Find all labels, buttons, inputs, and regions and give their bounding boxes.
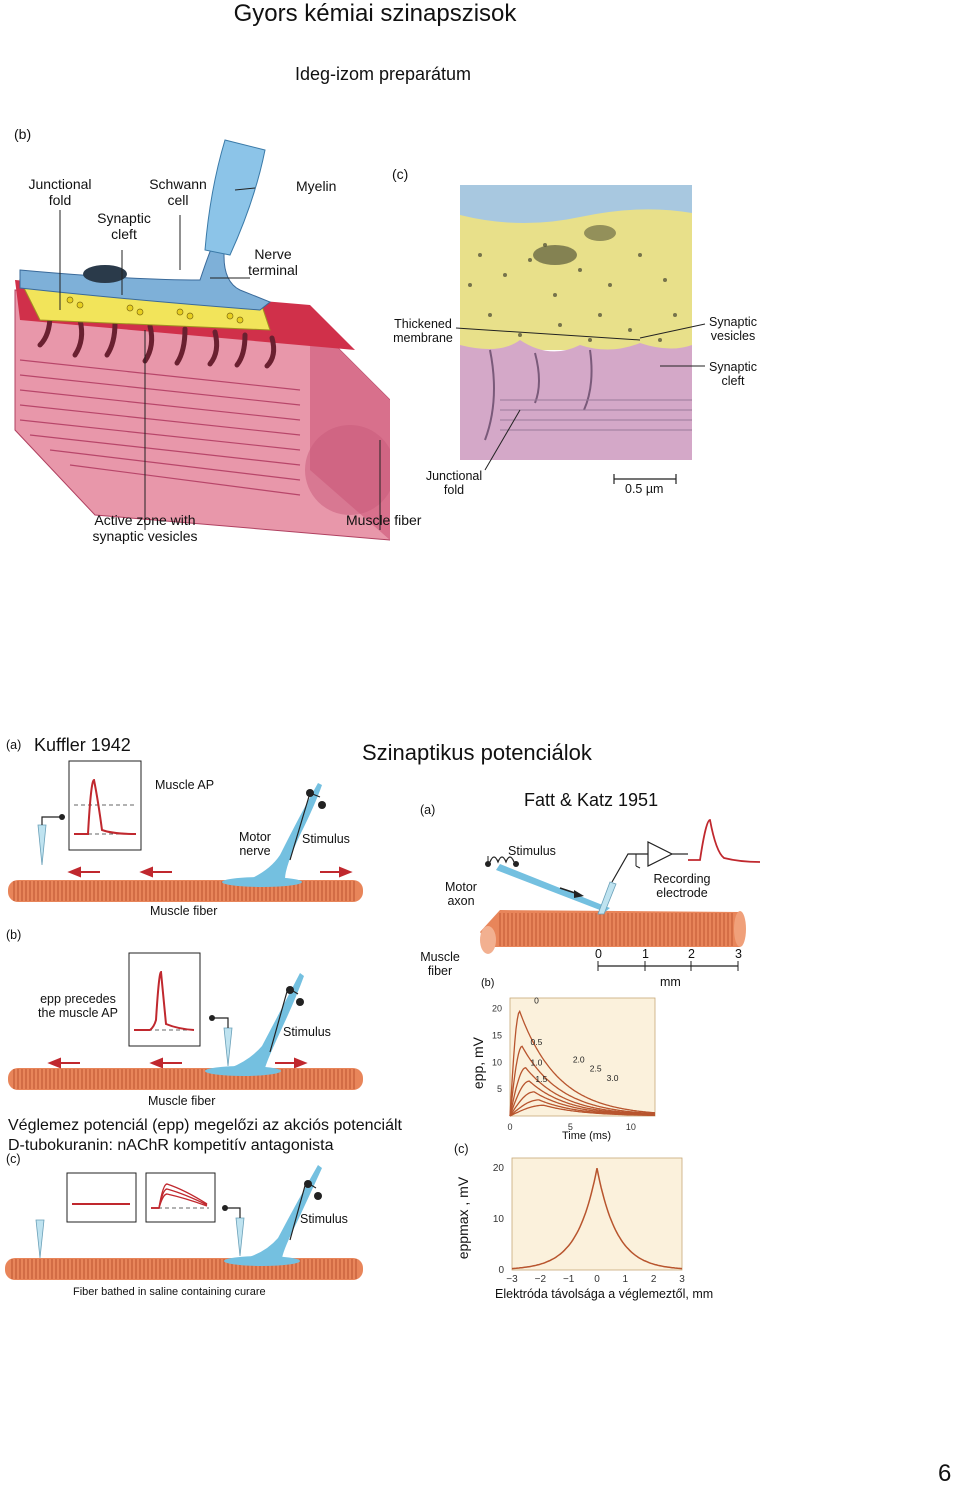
fattkatz-panel-a: (a) <box>420 803 436 817</box>
chart-b-series-line <box>509 1045 656 1117</box>
fk-mm-tick-3: 3 <box>735 947 742 961</box>
chart-c-xtick: −3 <box>506 1274 518 1285</box>
chart-c-xtick: 1 <box>623 1274 629 1285</box>
chart-c-xtick: −2 <box>535 1274 547 1285</box>
fk-mm-tick-2: 2 <box>688 947 695 961</box>
panel-label-c: (c) <box>392 166 409 182</box>
chart-c-xtick: 3 <box>679 1274 685 1285</box>
label-stimulus-a: Stimulus <box>302 832 350 846</box>
caption-epp: Véglemez potenciál (epp) megelőzi az akc… <box>8 1117 402 1134</box>
chart-c-xlabel: Elektróda távolsága a véglemeztől, mm <box>495 1287 714 1301</box>
page-number: 6 <box>938 1460 952 1487</box>
chart-c-plot-area <box>511 1157 683 1271</box>
chart-c-xtick: 0 <box>594 1274 600 1285</box>
scope-box-c1 <box>66 1172 137 1223</box>
chart-b-ytick: 20 <box>492 1004 502 1014</box>
label-muscle-fiber-b: Muscle fiber <box>148 1094 216 1108</box>
em-micrograph <box>460 185 692 460</box>
chart-b-xlabel: Time (ms) <box>562 1130 612 1142</box>
kuffler-panel-a: (a) <box>6 738 22 752</box>
label-muscle-fiber: Muscle fiber <box>346 512 422 528</box>
fk-mm-tick-1: 1 <box>642 947 649 961</box>
chart-c-xtick: 2 <box>651 1274 657 1285</box>
chart-c-ytick: 0 <box>498 1265 504 1276</box>
chart-b-panel: (b) <box>481 977 495 989</box>
scope-box-b <box>128 952 201 1047</box>
chart-b-series-line <box>509 1104 655 1117</box>
chart-b-ytick: 5 <box>497 1084 502 1094</box>
chart-c-ytick: 10 <box>493 1214 505 1225</box>
chart-b-xtick: 5 <box>568 1122 573 1132</box>
page-subtitle: Ideg-izom preparátum <box>294 64 472 84</box>
em-pointer-lines <box>455 323 706 471</box>
kuffler-title: Kuffler 1942 <box>34 735 131 755</box>
chart-b-ylabel: epp, mV <box>470 1036 487 1090</box>
chart-b-series-label: 1.0 <box>531 1058 543 1068</box>
chart-b-xtick: 0 <box>507 1122 512 1132</box>
label-curare: Fiber bathed in saline containing curare <box>73 1286 266 1298</box>
scope-box-c2 <box>145 1172 216 1223</box>
chart-b-series-label: 0 <box>534 995 539 1005</box>
scale-bar-label: 0.5 µm <box>625 482 664 496</box>
label-muscle-ap: Muscle AP <box>155 778 215 792</box>
nmj-figure: (b) (c) <box>0 120 960 560</box>
scope-box-a <box>68 760 142 851</box>
caption-curare: D-tubokuranin: nAChR kompetitív antagoni… <box>8 1137 334 1154</box>
fattkatz-title: Fatt & Katz 1951 <box>524 790 659 810</box>
fk-mm-tick-0: 0 <box>595 947 602 961</box>
kuffler-panel-c: (c) <box>6 1152 21 1166</box>
chart-b-series-label: 2.5 <box>590 1063 602 1073</box>
chart-c-panel: (c) <box>454 1142 469 1156</box>
page-title: Gyors kémiai szinapszisok <box>233 0 517 27</box>
chart-c: 0 10 20 −3 −2 −1 0 1 2 3 <box>493 1157 685 1285</box>
label-stimulus-b: Stimulus <box>283 1025 331 1039</box>
chart-c-ytick: 20 <box>493 1163 505 1174</box>
chart-b-xtick: 10 <box>626 1122 636 1132</box>
label-myelin: Myelin <box>296 178 337 194</box>
label-muscle-fiber-a: Muscle fiber <box>150 904 218 918</box>
chart-b-series-label: 1.5 <box>535 1074 547 1084</box>
section-title: Szinaptikus potenciálok <box>362 740 592 765</box>
chart-b-series-label: 3.0 <box>607 1073 619 1083</box>
chart-b-series-line <box>509 1066 656 1117</box>
chart-b-series-label: 0.5 <box>531 1037 543 1047</box>
chart-b: 5 10 15 20 0 5 10 0 0.5 1.0 1.5 2.0 2.5 3.0 <box>492 995 656 1132</box>
kuffler-panel-b: (b) <box>6 928 22 942</box>
chart-b-ytick: 15 <box>492 1031 502 1041</box>
kuffler-fiber-c <box>5 1165 363 1280</box>
fk-setup <box>480 819 761 954</box>
chart-b-plot-area <box>509 997 656 1117</box>
fk-mm-unit: mm <box>660 975 681 989</box>
chart-c-curve <box>511 1168 683 1270</box>
chart-b-series-line <box>509 1009 656 1117</box>
kuffler-fiber-a <box>8 783 363 902</box>
chart-c-xtick: −1 <box>563 1274 575 1285</box>
fk-mm-scale <box>597 961 739 971</box>
chart-c-ylabel: eppmax , mV <box>455 1176 472 1260</box>
kuffler-fiber-b <box>8 973 363 1090</box>
chart-b-series-label: 2.0 <box>573 1054 585 1064</box>
chart-b-ytick: 10 <box>492 1057 502 1067</box>
scale-bar <box>613 474 677 484</box>
nmj-illustration <box>14 139 390 541</box>
label-stimulus-c: Stimulus <box>300 1212 348 1226</box>
fk-label-stimulus: Stimulus <box>508 844 556 858</box>
panel-label-b: (b) <box>14 126 32 142</box>
